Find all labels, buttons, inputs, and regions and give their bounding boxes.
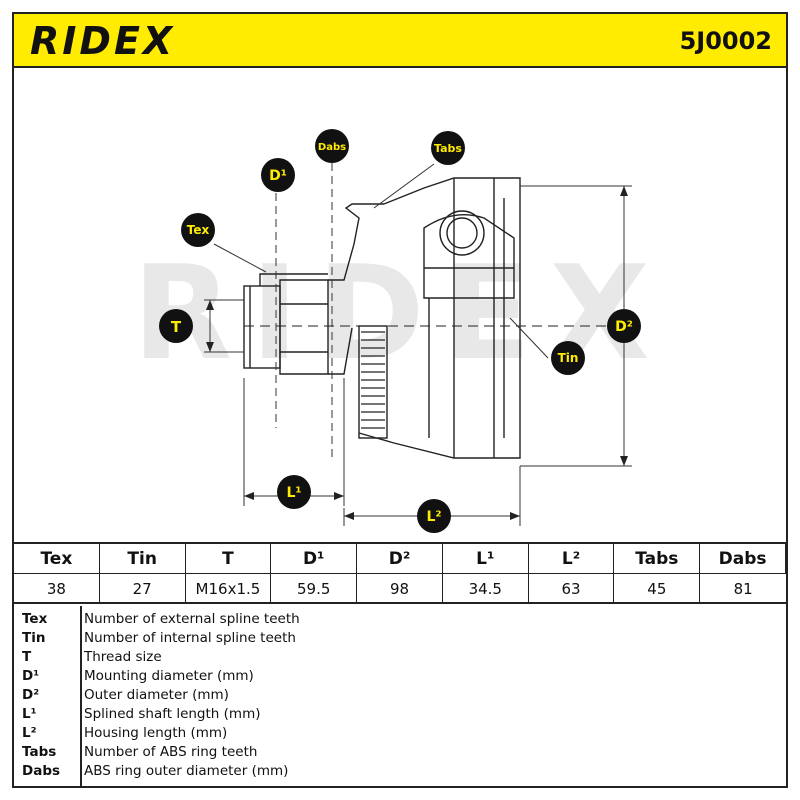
technical-drawing: RIDEX <box>14 68 786 542</box>
callout-d2: D² <box>607 309 641 343</box>
legend-desc: ABS ring outer diameter (mm) <box>84 763 289 779</box>
legend-desc: Housing length (mm) <box>84 725 228 741</box>
legend-desc: Mounting diameter (mm) <box>84 668 254 684</box>
legend-row: D² Outer diameter (mm) <box>14 686 786 705</box>
svg-text:Tabs: Tabs <box>434 142 462 155</box>
legend-desc: Splined shaft length (mm) <box>84 706 261 722</box>
legend-abbr: Tin <box>22 630 46 646</box>
callout-tabs: Tabs <box>431 131 465 165</box>
callout-t: T <box>159 309 193 343</box>
spec-header-d1: D¹ <box>271 544 358 574</box>
spec-value-tex: 38 <box>14 574 100 604</box>
legend-abbr: L¹ <box>22 706 37 722</box>
legend-abbr: Dabs <box>22 763 61 779</box>
legend-row: Dabs ABS ring outer diameter (mm) <box>14 762 786 781</box>
svg-text:D²: D² <box>615 319 633 335</box>
callout-l2: L² <box>417 499 451 533</box>
legend-abbr: Tex <box>22 611 48 627</box>
callout-l1: L¹ <box>277 475 311 509</box>
spec-header-tabs: Tabs <box>614 544 701 574</box>
part-number: 5J0002 <box>679 27 772 55</box>
legend-row: Tabs Number of ABS ring teeth <box>14 743 786 762</box>
spec-value-dabs: 81 <box>733 580 753 598</box>
brand-logo: RIDEX <box>30 19 176 63</box>
legend-row: L¹ Splined shaft length (mm) <box>14 705 786 724</box>
spec-header-l1: L¹ <box>442 544 529 574</box>
svg-text:L¹: L¹ <box>286 485 301 501</box>
legend-row: Tin Number of internal spline teeth <box>14 629 786 648</box>
legend-abbr: L² <box>22 725 37 741</box>
callout-d1: D¹ <box>261 158 295 192</box>
legend-row: L² Housing length (mm) <box>14 724 786 743</box>
spec-table: Tex Tin T D¹ D² L¹ L² Tabs Dabs 38 27 M1… <box>14 542 786 604</box>
legend-desc: Number of internal spline teeth <box>84 630 296 646</box>
cv-joint-drawing: RIDEX <box>132 129 667 533</box>
legend-desc: Outer diameter (mm) <box>84 687 229 703</box>
abs-ring-teeth <box>361 331 385 429</box>
svg-text:L²: L² <box>426 509 441 525</box>
spec-header-t: T <box>185 544 272 574</box>
svg-text:Tex: Tex <box>187 223 210 237</box>
legend-row: T Thread size <box>14 648 786 667</box>
callout-tin: Tin <box>551 341 585 375</box>
spec-value-tin: 27 <box>100 574 186 604</box>
svg-text:T: T <box>171 318 182 336</box>
watermark-text: RIDEX <box>132 237 667 389</box>
spec-header-d2: D² <box>357 544 443 574</box>
spec-value-d1: 59.5 <box>271 574 358 604</box>
spec-value-l1: 34.5 <box>443 574 529 604</box>
spec-value-t: M16x1.5 <box>186 574 272 604</box>
legend-desc: Number of external spline teeth <box>84 611 300 627</box>
spec-value-l2: 63 <box>529 574 615 604</box>
legend-abbr: Tabs <box>22 744 57 760</box>
spec-header-dabs: Dabs <box>700 544 786 574</box>
callout-dabs: Dabs <box>315 129 349 163</box>
legend-divider <box>80 606 82 788</box>
spec-header-tex: Tex <box>14 544 100 574</box>
spec-sheet: RIDEX 5J0002 RIDEX <box>12 12 788 788</box>
svg-text:Tin: Tin <box>558 351 579 365</box>
svg-text:Dabs: Dabs <box>318 142 346 153</box>
spec-value-tabs: 45 <box>614 574 701 604</box>
legend-abbr: T <box>22 649 32 665</box>
legend-abbr: D¹ <box>22 668 40 684</box>
header-bar: RIDEX 5J0002 <box>14 14 786 68</box>
svg-text:D¹: D¹ <box>269 168 287 184</box>
legend-abbr: D² <box>22 687 40 703</box>
legend-row: Tex Number of external spline teeth <box>14 610 786 629</box>
legend-desc: Number of ABS ring teeth <box>84 744 258 760</box>
spec-header-l2: L² <box>528 544 615 574</box>
joint-outline <box>243 177 614 459</box>
spec-header-tin: Tin <box>99 544 186 574</box>
legend: Tex Number of external spline teeth Tin … <box>14 606 786 788</box>
legend-row: D¹ Mounting diameter (mm) <box>14 667 786 686</box>
legend-desc: Thread size <box>84 649 162 665</box>
callout-tex: Tex <box>181 213 215 247</box>
dimension-arrows <box>206 186 628 520</box>
spec-value-d2: 98 <box>357 574 443 604</box>
